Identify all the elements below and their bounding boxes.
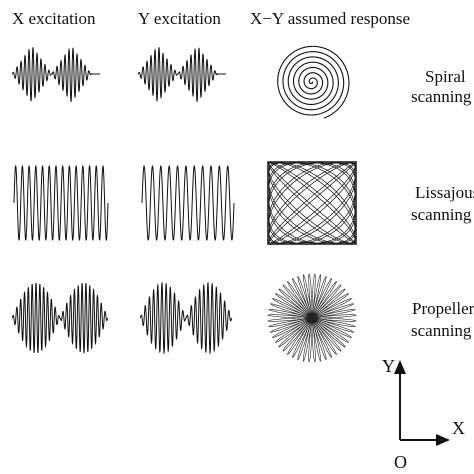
row-spiral: Spiral scanning — [11, 45, 472, 119]
header-y-excitation: Y excitation — [138, 9, 221, 28]
row-label-line2: scanning — [411, 321, 472, 340]
x-excitation-waveform — [13, 165, 109, 241]
x-axis-label: X — [452, 418, 465, 438]
origin-label: O — [394, 452, 407, 472]
row-lissajous: Lissajous scanning — [13, 161, 474, 245]
row-label-line2: scanning — [411, 87, 472, 106]
lissajous-frame — [267, 161, 357, 245]
x-axis-arrowhead — [436, 434, 450, 446]
y-excitation-waveform — [141, 165, 235, 241]
row-label-line2: scanning — [411, 205, 472, 224]
spiral-response-pattern — [277, 45, 350, 119]
row-label-line1: Lissajous — [415, 183, 474, 202]
y-excitation-waveform — [139, 281, 233, 355]
row-propeller: Propeller scanning — [11, 273, 474, 363]
y-axis-label: Y — [382, 356, 395, 376]
x-excitation-waveform — [11, 282, 109, 354]
y-excitation-waveform — [137, 47, 226, 103]
header-x-excitation: X excitation — [12, 9, 96, 28]
header-xy-response: X−Y assumed response — [250, 9, 410, 28]
lissajous-response-pattern — [268, 162, 356, 244]
propeller-response-pattern — [267, 273, 357, 363]
y-axis-arrowhead — [394, 360, 406, 374]
row-label-line1: Propeller — [412, 299, 474, 318]
row-label-line1: Spiral — [425, 67, 466, 86]
x-excitation-waveform — [11, 47, 100, 103]
coordinate-axes: Y X O — [382, 356, 465, 472]
